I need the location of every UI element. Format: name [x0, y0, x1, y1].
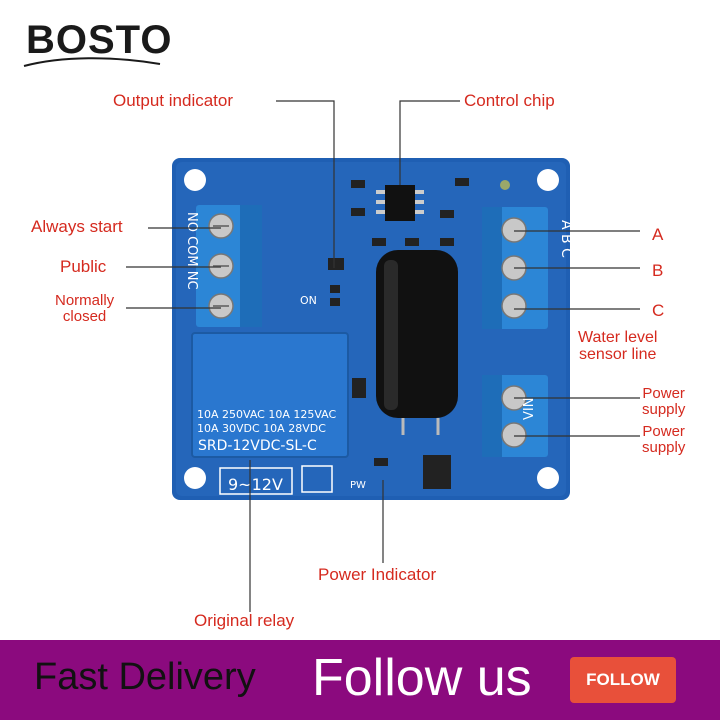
relay-model-text: SRD-12VDC-SL-C — [198, 438, 317, 454]
relay — [191, 332, 349, 458]
label-power-supply-2: Power supply — [642, 423, 686, 456]
capacitor — [376, 250, 458, 435]
relay-rating-line2: 10A 30VDC 10A 28VDC — [197, 422, 326, 435]
label-original-relay: Original relay — [194, 611, 295, 630]
label-power-indicator: Power Indicator — [318, 565, 437, 584]
control-chip — [376, 185, 424, 221]
abc-board-text: A B C — [558, 220, 574, 258]
smd-components — [328, 178, 469, 489]
follow-button[interactable]: FOLLOW — [570, 657, 676, 703]
fast-delivery-text: Fast Delivery — [34, 656, 256, 698]
label-a: A — [652, 225, 664, 244]
board-voltage-text: 9~12V — [228, 475, 283, 494]
follow-us-text: Follow us — [312, 649, 532, 707]
pw-text: PW — [350, 480, 366, 491]
label-control-chip: Control chip — [464, 91, 555, 110]
left-terminal-block — [196, 205, 262, 327]
label-water-level-sensor-line: Water level sensor line — [578, 329, 658, 363]
vin-terminal — [482, 375, 548, 457]
brand-logo: BOSTO — [26, 18, 173, 62]
vin-text: VIN — [522, 398, 537, 420]
relay-rating-line1: 10A 250VAC 10A 125VAC — [197, 408, 337, 421]
relay-module-photo: 9~12V 10A 250VAC 10A 125VAC 10A 30VDC 10… — [126, 100, 640, 612]
label-public: Public — [60, 257, 107, 276]
no-com-nc-text: NO COM NC — [184, 212, 199, 290]
label-b: B — [652, 261, 664, 280]
label-power-supply-1: Power supply — [642, 385, 686, 418]
label-output-indicator: Output indicator — [113, 91, 234, 110]
label-always-start: Always start — [31, 217, 123, 236]
label-normally-closed: Normally closed — [55, 292, 115, 325]
callout-lines — [126, 100, 640, 612]
brand-swoosh-icon — [23, 57, 161, 67]
on-text: ON — [300, 294, 317, 307]
label-c: C — [652, 301, 665, 320]
